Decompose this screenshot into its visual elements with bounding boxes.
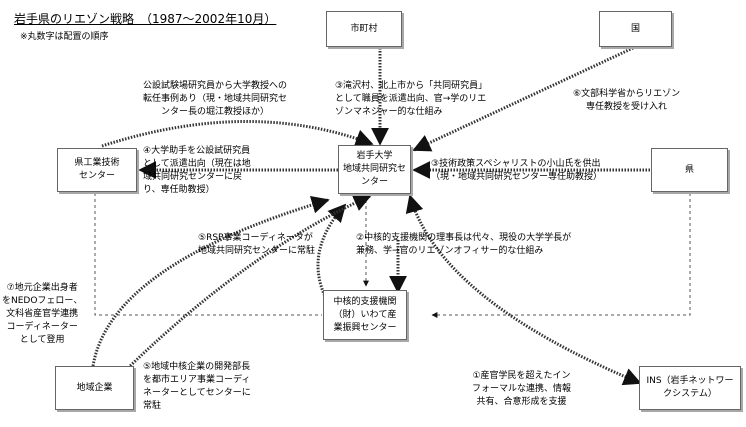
label-5-development-manager: ⑤地域中核企業の開発部長 を都市エリア事業コーディ ネーターとしてセンターに 常… xyxy=(143,362,251,411)
node-iwate-univ-center: 岩手大学 地域共同研究セ ンター xyxy=(338,145,411,194)
label-transfer-cases: 公設試験場研究員から大学教授への 転任事例あり（現・地域共同研究セ ンター長の堀… xyxy=(143,81,288,117)
node-kuni: 国 xyxy=(599,11,672,47)
node-ins: INS（岩手ネットワー クシステム） xyxy=(639,366,741,410)
edge-chiiki-univ xyxy=(91,196,330,367)
label-4-assistant-dispatch: ④大学助手を公設試研究員 として派遣出向（現在は地 域共同研究センターに戻 り、… xyxy=(143,146,251,195)
label-3-koyama-specialist: ③技術政策スペシャリストの小山氏を供出 （現・地域共同研究センター専任助教授） xyxy=(431,159,603,182)
edge-ins-univ xyxy=(405,194,642,386)
ordering-note: ※丸数字は配置の順序 xyxy=(20,32,109,42)
node-chiiki-kigyo: 地域企業 xyxy=(55,366,134,410)
label-2-chairman-president: ②中核的支援機関の理事長は代々、現役の大学学長が 兼務、学→官のリエゾンオフィサ… xyxy=(356,233,572,256)
node-chukaku-shien: 中核的支援機関 （財）いわて産 業振興センター xyxy=(323,290,407,340)
diagram-title: 岩手県のリエゾン戦略 （1987〜2002年10月） xyxy=(14,12,277,26)
node-shichoson: 市町村 xyxy=(326,11,402,47)
node-ken: 県 xyxy=(651,148,728,192)
edge-kenkogyo-univ-arc xyxy=(101,120,374,148)
edge-chiiki-univ-2 xyxy=(126,194,372,370)
dashed-edge-kenkogyo-chukaku xyxy=(94,193,322,316)
node-ken-kogyo-center: 県工業技術 センター xyxy=(57,148,137,192)
label-1-informal-collaboration: ①産官学民を超えたイン フォーマルな連携、情報 共有、合意形成を支援 xyxy=(472,371,572,407)
edge-kuni-univ xyxy=(412,46,634,152)
label-6-mext-professor: ⑥文部科学省からリエゾン 専任教授を受け入れ xyxy=(573,89,681,112)
label-7-nedo-fellow: ⑦地元企業出身者 をNEDOフェロー、 文科省産官学連携 コーディネーター とし… xyxy=(2,283,83,345)
label-3-municipal-researchers: ③滝沢村、北上市から「共同研究員」 として職員を派遣出向、官→学のリエ ゾンマネ… xyxy=(335,81,488,117)
label-5-rsp-coordinator: ⑤RSP事業コーディネータが 地域共同研究センターに常駐 xyxy=(198,233,316,256)
